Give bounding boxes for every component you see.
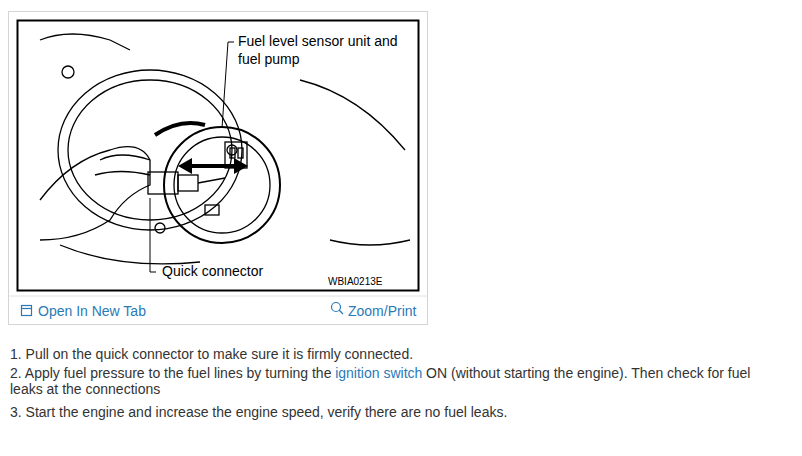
glossary-link: ignition switch	[335, 365, 422, 381]
tank-drawing	[40, 34, 410, 264]
part-label: Quick connector	[162, 262, 312, 280]
instruction-text: 2. Apply fuel pressure to the fuel lines…	[10, 365, 331, 381]
image-frame	[9, 12, 428, 325]
instruction-step: 2. Apply fuel pressure to the fuel lines…	[10, 365, 785, 397]
leader-lines	[150, 42, 234, 272]
instruction-text: 3. Start the engine and increase the eng…	[10, 404, 507, 420]
figure-border	[18, 21, 419, 291]
part-label: Fuel level sensor unit and fuel pump	[238, 32, 398, 68]
figure-code: WBIA0213E	[328, 276, 408, 288]
instruction-step: 3. Start the engine and increase the eng…	[10, 404, 785, 420]
instruction-text: 1. Pull on the quick connector to make s…	[10, 346, 413, 362]
toolbar-divider	[9, 296, 427, 297]
double-arrow	[178, 158, 248, 174]
toolbar-link: Zoom/Print	[348, 302, 426, 320]
toolbar-link: Open In New Tab	[38, 302, 178, 320]
instruction-step: 1. Pull on the quick connector to make s…	[10, 346, 785, 362]
